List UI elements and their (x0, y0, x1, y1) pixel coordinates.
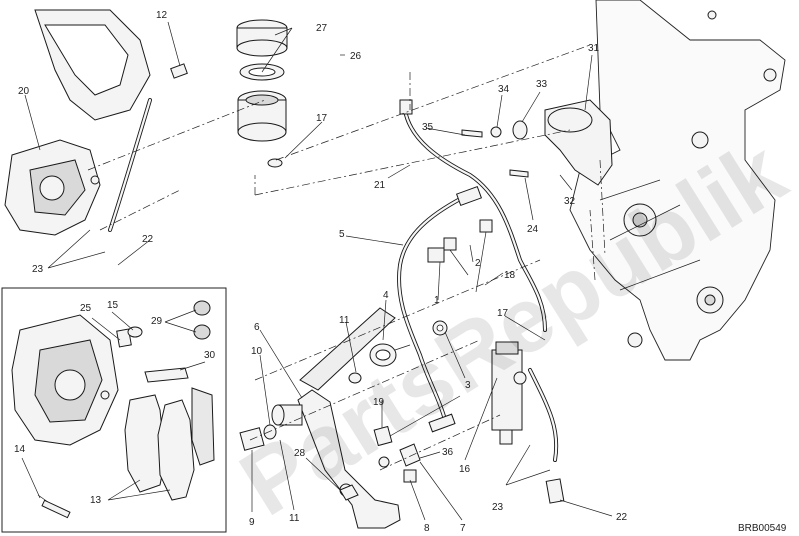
callout-23a: 23 (32, 264, 44, 275)
push-rod-clevis (373, 395, 461, 483)
callout-15: 15 (107, 300, 119, 311)
callout-32: 32 (564, 196, 576, 207)
callout-14: 14 (14, 444, 26, 455)
callout-35: 35 (422, 122, 434, 133)
nut (339, 484, 359, 501)
callout-9: 9 (249, 517, 255, 528)
callout-4: 4 (383, 290, 389, 301)
callout-6: 6 (254, 322, 260, 333)
callout-23b: 23 (492, 502, 504, 513)
callout-16: 16 (459, 464, 471, 475)
callout-17b: 17 (497, 308, 509, 319)
callout-36: 36 (442, 447, 454, 458)
leader-lines (21, 21, 613, 521)
callout-12: 12 (156, 10, 168, 21)
callout-33: 33 (536, 79, 548, 90)
brake-fluid-reservoir (236, 19, 288, 168)
callout-11b: 11 (289, 513, 300, 524)
frame-section (569, 0, 786, 361)
callout-17a: 17 (316, 113, 328, 124)
callout-19: 19 (373, 397, 385, 408)
caliper-inset (1, 287, 227, 533)
drawing-code: BRB00549 (738, 523, 787, 534)
callout-8: 8 (424, 523, 430, 534)
callout-22a: 22 (142, 234, 154, 245)
brake-line (397, 185, 483, 433)
return-spring (348, 320, 448, 384)
callout-3: 3 (465, 380, 471, 391)
callout-24: 24 (527, 224, 539, 235)
callout-27: 27 (316, 23, 328, 34)
callout-29: 29 (151, 316, 163, 327)
callout-2: 2 (475, 258, 481, 269)
callout-1: 1 (434, 295, 440, 306)
callout-21: 21 (374, 180, 386, 191)
callout-18: 18 (504, 270, 516, 281)
callout-10: 10 (251, 346, 263, 357)
callout-34: 34 (498, 84, 510, 95)
reservoir-hose (399, 99, 547, 332)
callout-5: 5 (339, 229, 345, 240)
callout-13: 13 (90, 495, 102, 506)
callout-22b: 22 (616, 512, 628, 523)
callout-11a: 11 (339, 315, 350, 326)
callout-26: 26 (350, 51, 362, 62)
callout-30: 30 (204, 350, 216, 361)
assembly-lines (87, 44, 606, 471)
callout-7: 7 (460, 523, 466, 534)
callout-labels: 12 20 27 26 17 35 34 33 31 32 24 21 5 22… (14, 10, 628, 534)
mounting-bolts (427, 219, 493, 293)
front-caliper-assembly (4, 9, 188, 236)
reservoir-bracket (461, 99, 613, 186)
callout-31: 31 (588, 43, 600, 54)
callout-25: 25 (80, 303, 92, 314)
callout-28: 28 (294, 448, 306, 459)
callout-20: 20 (18, 86, 30, 97)
